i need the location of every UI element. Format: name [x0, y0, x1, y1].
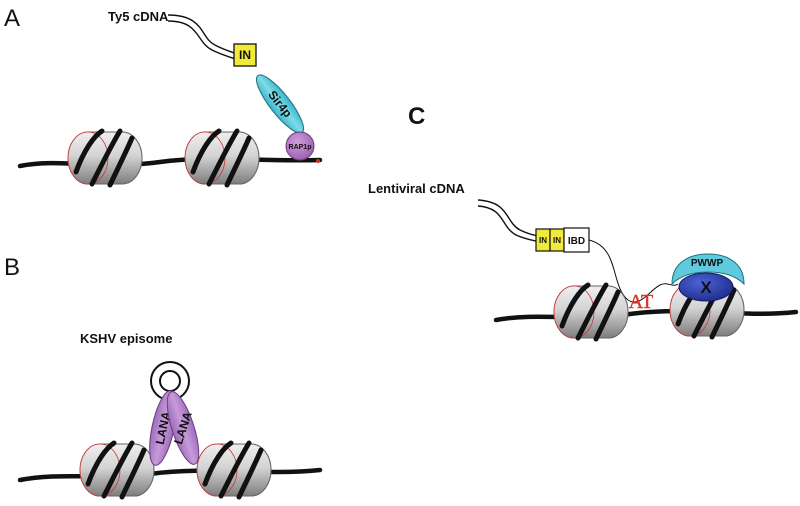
rap1p-label: RAP1p	[289, 144, 312, 151]
lenti-cdna-strand-2	[477, 205, 537, 242]
ty5-cdna-strand-1	[167, 14, 241, 56]
pwwp-label: PWWP	[691, 258, 724, 269]
panel-b: B KSHV episome LANA LANA	[4, 254, 323, 497]
dna-strand-c	[493, 308, 799, 323]
nucleosome-c1	[554, 285, 628, 339]
panel-b-letter: B	[4, 254, 20, 281]
kshv-episome-label: KSHV episome	[80, 331, 172, 346]
ty5-integrase-box	[233, 43, 257, 67]
x-factor-label: X	[700, 278, 712, 297]
dna-end-marker	[316, 159, 320, 163]
lana-left-label: LANA	[153, 410, 174, 446]
lana-right	[166, 391, 200, 465]
ty5-integrase-label: IN	[239, 48, 251, 62]
rap1p-protein	[285, 131, 315, 161]
dna-strand-b	[17, 467, 323, 483]
panel-a-letter: A	[4, 5, 20, 32]
x-factor	[678, 272, 734, 302]
ty5-cdna-label: Ty5 cDNA	[108, 9, 169, 24]
ty5-cdna-strand-2	[167, 20, 239, 61]
lenti-cdna-strand-1	[477, 199, 539, 237]
lenti-integrase-label-1: IN	[539, 236, 547, 245]
pwwp-domain	[671, 253, 745, 286]
ibd-tether-line	[588, 239, 679, 303]
panel-c-letter: C	[408, 103, 425, 130]
lenti-integrase-label-2: IN	[553, 236, 561, 245]
lentiviral-cdna-label: Lentiviral cDNA	[368, 181, 465, 196]
panel-c: C Lentiviral cDNA IN IN IBD AT PWWP X	[368, 103, 799, 339]
nucleosome-b2	[197, 443, 271, 497]
ibd-label: IBD	[568, 236, 585, 247]
dna-strand-a	[17, 156, 323, 169]
episome-inner-ring	[159, 370, 181, 392]
nucleosome-a1	[68, 131, 142, 185]
panel-a: A Ty5 cDNA Sir4p IN RAP1p	[4, 5, 323, 185]
ibd-box	[563, 227, 590, 253]
nucleosome-b1	[80, 443, 154, 497]
at-rich-mark: AT	[629, 291, 653, 313]
nucleosome-a2	[185, 131, 259, 185]
